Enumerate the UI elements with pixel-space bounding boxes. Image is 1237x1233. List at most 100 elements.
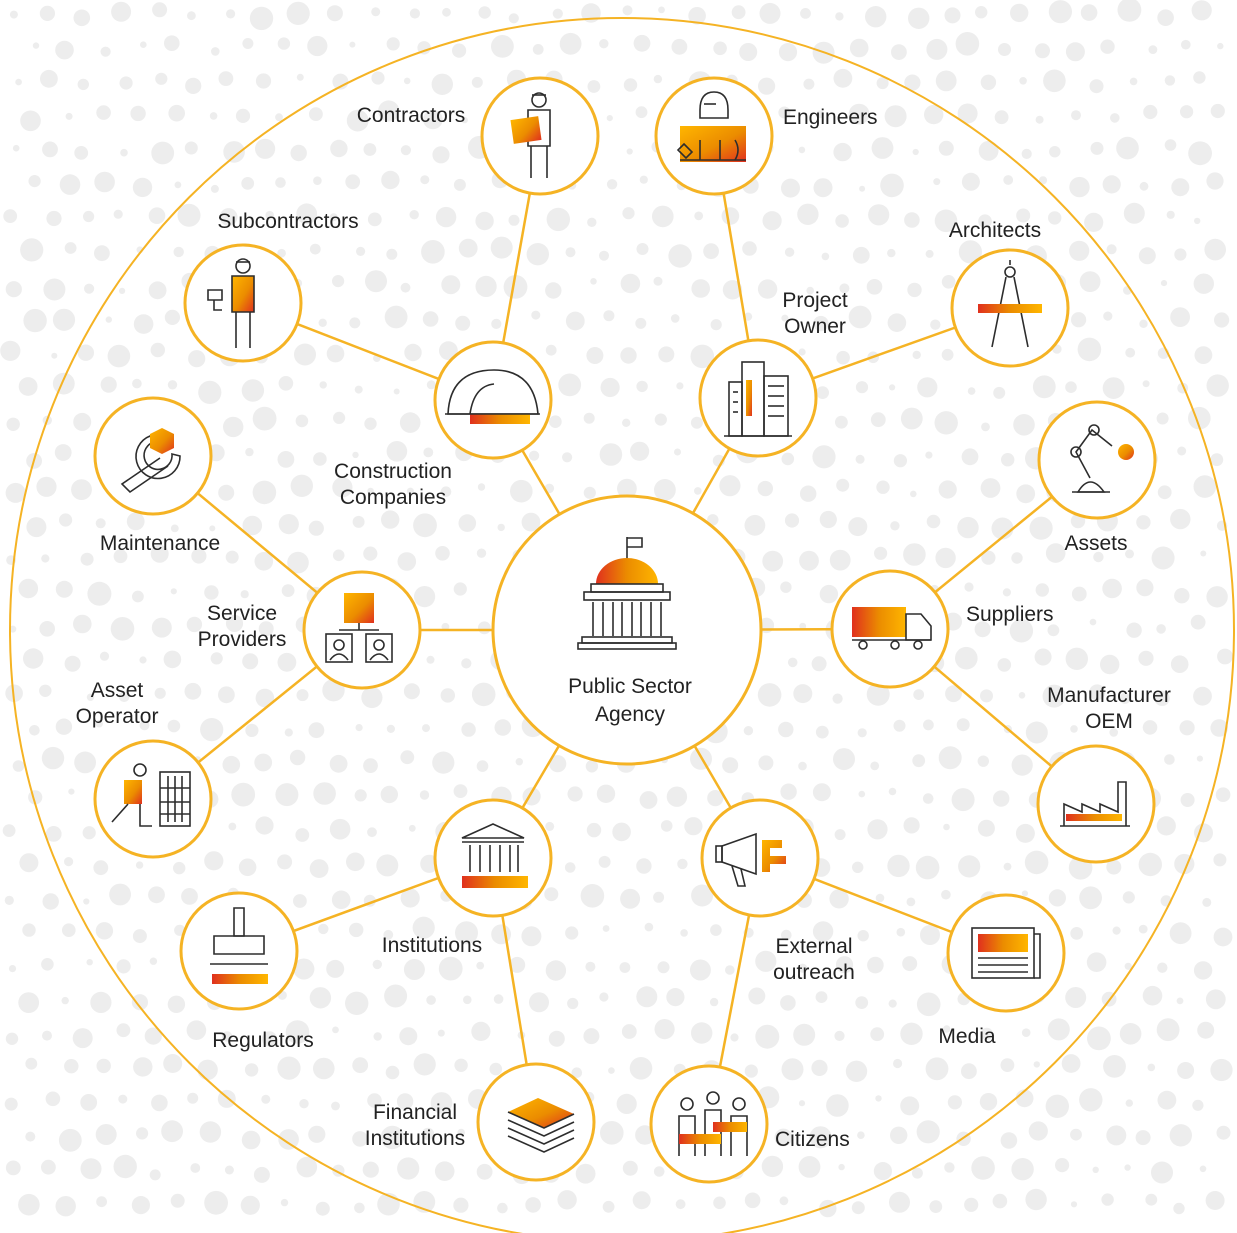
background-dot bbox=[833, 68, 853, 88]
center-node[interactable]: Public Sector Agency bbox=[491, 494, 763, 766]
background-dot bbox=[219, 208, 238, 226]
background-dot bbox=[964, 1197, 979, 1212]
background-dot bbox=[333, 411, 346, 424]
background-dot bbox=[780, 783, 797, 800]
background-dot bbox=[546, 207, 570, 232]
node-maintenance[interactable]: Maintenance bbox=[93, 396, 220, 555]
background-dot bbox=[1204, 238, 1226, 261]
node-media[interactable]: Media bbox=[938, 893, 1066, 1048]
service-label-line1: Service bbox=[207, 602, 277, 625]
contractors-label: Contractors bbox=[357, 104, 466, 127]
background-dot bbox=[100, 376, 117, 393]
node-suppliers[interactable]: Suppliers bbox=[830, 569, 1054, 689]
background-dot bbox=[1000, 1058, 1015, 1072]
background-dot bbox=[890, 1126, 908, 1145]
background-dot bbox=[278, 1129, 299, 1150]
background-dot bbox=[54, 444, 72, 461]
background-dot bbox=[218, 686, 235, 704]
background-dot bbox=[386, 724, 395, 734]
background-dot bbox=[111, 1, 132, 22]
background-dot bbox=[1003, 862, 1012, 871]
rubber-stamp-icon bbox=[210, 907, 268, 984]
node-service-providers[interactable]: Service Providers bbox=[198, 570, 422, 690]
background-dot bbox=[478, 621, 491, 635]
background-dot bbox=[204, 1190, 229, 1215]
node-contractors[interactable]: Contractors bbox=[357, 76, 600, 196]
external-label-line1: External bbox=[775, 935, 852, 958]
background-dot bbox=[575, 1163, 596, 1184]
node-financial-institutions[interactable]: Financial Institutions bbox=[365, 1062, 596, 1182]
background-dot bbox=[277, 652, 297, 672]
node-assets[interactable]: Assets bbox=[1037, 400, 1157, 555]
background-dot bbox=[938, 140, 954, 156]
background-dot bbox=[848, 517, 868, 537]
asset-operator-label-line1: Asset bbox=[91, 679, 144, 702]
node-citizens[interactable]: Citizens bbox=[649, 1064, 850, 1184]
background-dot bbox=[509, 956, 526, 973]
background-dot bbox=[590, 278, 597, 285]
node-regulators[interactable]: Regulators bbox=[179, 891, 314, 1052]
background-dot bbox=[935, 547, 956, 569]
background-dot bbox=[958, 855, 981, 878]
node-architects[interactable]: Architects bbox=[949, 219, 1070, 368]
background-dot bbox=[855, 454, 865, 464]
background-dot bbox=[622, 418, 631, 427]
node-manufacturer-oem[interactable]: Manufacturer OEM bbox=[1036, 684, 1171, 864]
background-dot bbox=[1138, 924, 1148, 934]
node-project-owner[interactable]: Project Owner bbox=[698, 289, 848, 458]
background-dot bbox=[163, 650, 182, 669]
background-dot bbox=[491, 35, 514, 58]
background-dot bbox=[309, 987, 332, 1009]
background-dot bbox=[836, 478, 850, 492]
node-construction-companies[interactable]: Construction Companies bbox=[334, 340, 553, 509]
background-dot bbox=[1025, 721, 1048, 744]
background-dot bbox=[526, 243, 549, 266]
background-dot bbox=[400, 145, 411, 156]
background-dot bbox=[891, 44, 907, 60]
background-dot bbox=[371, 71, 385, 85]
architects-label: Architects bbox=[949, 219, 1041, 242]
background-dot bbox=[150, 544, 169, 563]
background-dot bbox=[870, 412, 886, 428]
background-dot bbox=[489, 1062, 503, 1076]
background-dot bbox=[477, 483, 486, 491]
background-dot bbox=[132, 177, 153, 198]
node-engineers[interactable]: Engineers bbox=[654, 76, 878, 196]
background-dot bbox=[784, 513, 800, 528]
background-dot bbox=[422, 724, 430, 733]
background-dot bbox=[1176, 997, 1184, 1005]
background-dot bbox=[386, 37, 400, 51]
background-dot bbox=[380, 785, 398, 804]
background-dot bbox=[383, 929, 394, 940]
background-dot bbox=[636, 986, 658, 1008]
background-dot bbox=[1069, 240, 1090, 261]
background-dot bbox=[798, 761, 807, 771]
background-dot bbox=[900, 1096, 920, 1116]
background-dot bbox=[345, 991, 369, 1015]
background-dot bbox=[978, 214, 992, 228]
background-dot bbox=[376, 854, 399, 877]
background-dot bbox=[109, 883, 131, 906]
bank-building-icon bbox=[461, 823, 528, 888]
background-dot bbox=[583, 412, 595, 424]
hard-hat-icon bbox=[445, 369, 540, 424]
background-dot bbox=[600, 1121, 624, 1145]
background-dot bbox=[471, 682, 496, 707]
background-dot bbox=[565, 247, 576, 258]
background-dot bbox=[471, 1021, 491, 1041]
background-dot bbox=[1139, 181, 1149, 191]
background-dot bbox=[1042, 684, 1066, 708]
background-dot bbox=[1217, 42, 1224, 50]
node-subcontractors[interactable]: Subcontractors bbox=[183, 210, 359, 363]
background-dot bbox=[545, 821, 555, 831]
background-dot bbox=[399, 412, 421, 433]
suppliers-label: Suppliers bbox=[966, 603, 1054, 626]
background-dot bbox=[73, 9, 91, 27]
node-institutions[interactable]: Institutions bbox=[382, 798, 553, 957]
background-dot bbox=[992, 1193, 1008, 1209]
node-external-outreach[interactable]: External outreach bbox=[700, 798, 855, 984]
background-dot bbox=[1156, 412, 1169, 425]
background-dot bbox=[515, 758, 523, 766]
node-asset-operator[interactable]: Asset Operator bbox=[76, 679, 213, 859]
background-dot bbox=[622, 1160, 638, 1176]
